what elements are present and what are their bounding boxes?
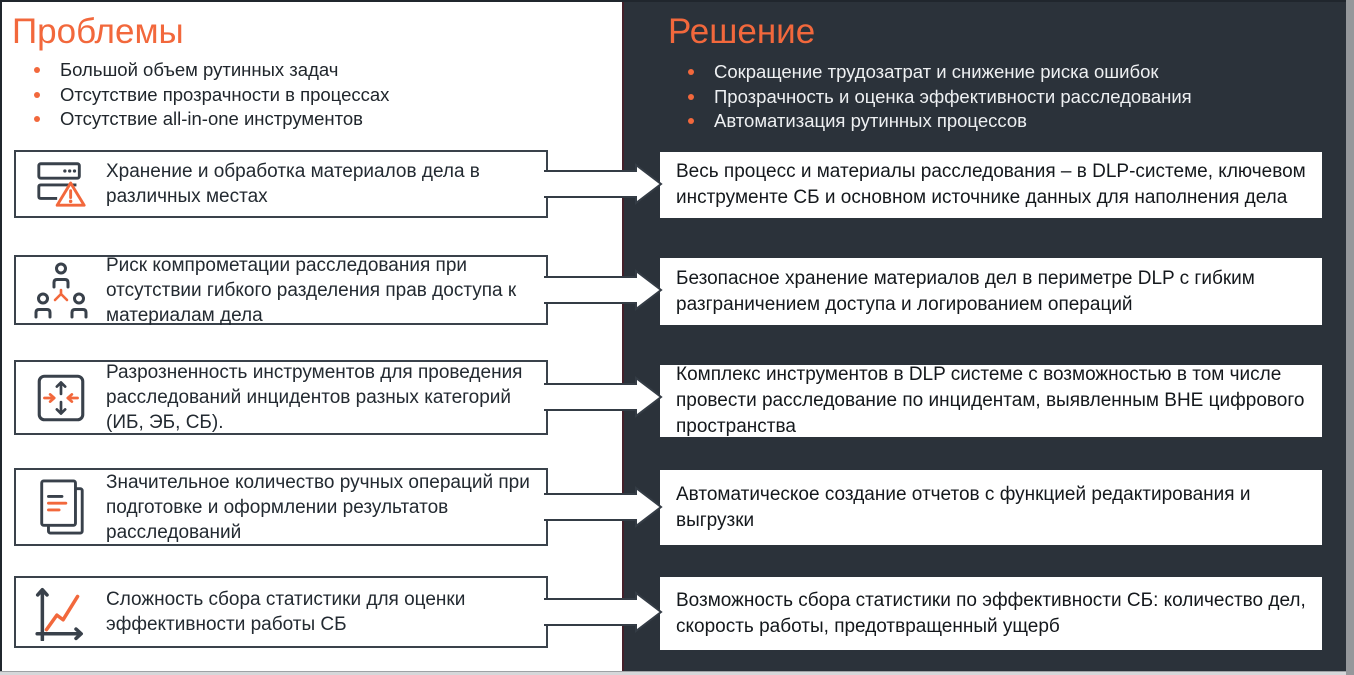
access-hierarchy-icon (16, 261, 106, 319)
flow-arrow (544, 268, 663, 312)
bullet-dot (688, 93, 694, 100)
flow-arrow (544, 375, 663, 419)
bullet-item: Прозрачность и оценка эффективности расс… (686, 85, 1192, 110)
storage-warning-icon (16, 157, 106, 211)
slide-left-border (0, 0, 2, 675)
solutions-title: Решение (668, 12, 816, 51)
solution-card: Безопасное хранение материалов дел в пер… (660, 258, 1322, 325)
problem-text: Хранение и обработка материалов дела в р… (106, 161, 480, 207)
problem-card: Риск компрометации расследования при отс… (14, 254, 548, 326)
solution-card: Автоматическое создание отчетов с функци… (660, 470, 1322, 545)
problem-card: Значительное количество ручных операций … (14, 468, 548, 546)
bullet-text: Отсутствие прозрачности в процессах (60, 83, 390, 105)
bullet-text: Автоматизация рутинных процессов (714, 110, 1027, 131)
solution-card: Весь процесс и материалы расследования –… (660, 152, 1322, 218)
bullet-dot (34, 116, 40, 122)
bullet-dot (34, 67, 40, 73)
solution-text: Безопасное хранение материалов дел в пер… (676, 267, 1255, 315)
problems-panel: Проблемы Большой объем рутинных задач От… (0, 0, 622, 671)
bullet-text: Прозрачность и оценка эффективности расс… (714, 85, 1192, 107)
solution-text: Возможность сбора статистики по эффектив… (676, 589, 1306, 637)
document-lines-icon (16, 477, 106, 537)
bullet-dot (688, 69, 694, 75)
window-right-edge (1346, 0, 1354, 675)
bullet-dot (688, 118, 694, 124)
flow-arrow (544, 162, 663, 206)
bullet-item: Автоматизация рутинных процессов (686, 109, 1192, 134)
solution-text: Комплекс инструментов в DLP системе с во… (676, 364, 1305, 437)
slide-bottom-edge (0, 671, 1354, 675)
flow-arrow (544, 590, 663, 634)
problem-text: Значительное количество ручных операций … (106, 471, 530, 543)
bullet-item: Отсутствие all-in-one инструментов (32, 107, 389, 132)
solution-text: Весь процесс и материалы расследования –… (676, 161, 1306, 208)
bullet-text: Сокращение трудозатрат и снижение риска … (714, 61, 1159, 82)
solutions-panel: Решение Сокращение трудозатрат и снижени… (622, 0, 1346, 671)
bullet-item: Большой объем рутинных задач (32, 58, 389, 83)
problem-text: Сложность сбора статистики для оценки эф… (106, 589, 466, 635)
bullet-dot (34, 91, 40, 98)
problem-card: Разрозненность инструментов для проведен… (14, 360, 548, 435)
line-chart-icon (16, 583, 106, 641)
problems-bullet-list: Большой объем рутинных задач Отсутствие … (32, 58, 389, 132)
flow-arrow (544, 485, 663, 529)
problem-card: Сложность сбора статистики для оценки эф… (14, 576, 548, 648)
solution-text: Автоматическое создание отчетов с функци… (676, 483, 1251, 531)
bullet-text: Отсутствие all-in-one инструментов (60, 108, 363, 129)
slide-top-border (0, 0, 1354, 2)
problems-title: Проблемы (12, 12, 184, 51)
problem-card: Хранение и обработка материалов дела в р… (14, 150, 548, 218)
bullet-item: Сокращение трудозатрат и снижение риска … (686, 60, 1192, 85)
bullet-text: Большой объем рутинных задач (60, 59, 339, 80)
converge-arrows-icon (16, 369, 106, 427)
problem-text: Разрозненность инструментов для проведен… (106, 362, 523, 433)
solution-card: Возможность сбора статистики по эффектив… (660, 577, 1322, 650)
solution-card: Комплекс инструментов в DLP системе с во… (660, 364, 1322, 437)
bullet-item: Отсутствие прозрачности в процессах (32, 83, 389, 108)
solutions-bullet-list: Сокращение трудозатрат и снижение риска … (686, 60, 1192, 134)
problem-text: Риск компрометации расследования при отс… (106, 254, 517, 326)
